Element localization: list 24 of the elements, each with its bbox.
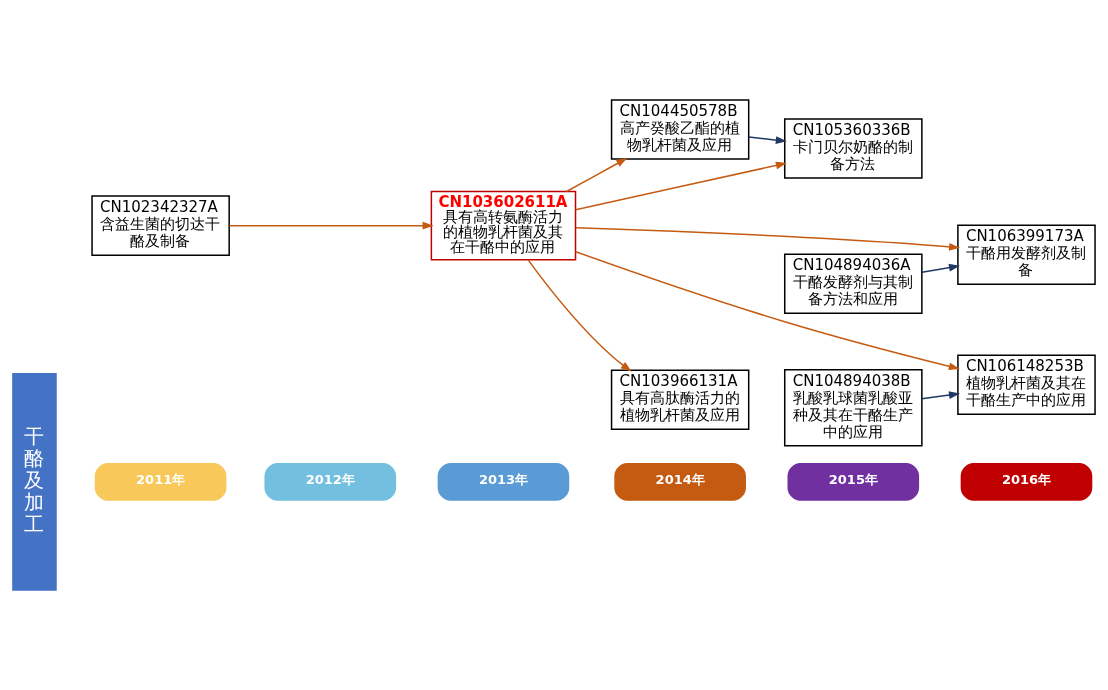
- node-box: 干酪及加工: [12, 373, 57, 591]
- node-box: 2012年: [264, 463, 397, 501]
- node-box: CN104894036A 干酪发酵剂与其制备方法和应用: [784, 253, 923, 314]
- arrow: [565, 158, 628, 193]
- node-box: CN106148253B 植物乳杆菌及其在干酪生产中的应用: [957, 354, 1096, 416]
- node-box: CN106399173A 干酪用发酵剂及制备: [957, 224, 1096, 285]
- arrow: [921, 263, 960, 273]
- arrow: [228, 221, 434, 230]
- node-box: CN103966131A 具有高肽酶活力的植物乳杆菌及应用: [610, 369, 750, 431]
- node-box: CN104450578B 高产癸酸乙酯的植物乳杆菌及应用: [610, 99, 750, 160]
- arrow: [748, 136, 787, 144]
- node-box: CN103602611A 具有高转氨酶活力的植物乳杆菌及其在干酪中的应用: [430, 190, 577, 261]
- node-box: 2014年: [614, 463, 746, 501]
- arrow: [527, 259, 632, 372]
- node-box: CN105360336B 卡门贝尔奶酪的制备方法: [784, 118, 923, 179]
- node-box: 2013年: [437, 463, 570, 501]
- node-box: 2016年: [960, 463, 1093, 501]
- node-box: 2011年: [94, 463, 227, 501]
- arrow: [921, 391, 960, 400]
- node-box: 2015年: [787, 463, 920, 501]
- arrow: [575, 227, 961, 251]
- node-box: CN104894038B 乳酸乳球菌乳酸亚种及其在干酪生产中的应用: [784, 369, 923, 447]
- node-box: CN102342327A 含益生菌的切达干酪及制备: [91, 195, 230, 256]
- arrow: [574, 161, 787, 211]
